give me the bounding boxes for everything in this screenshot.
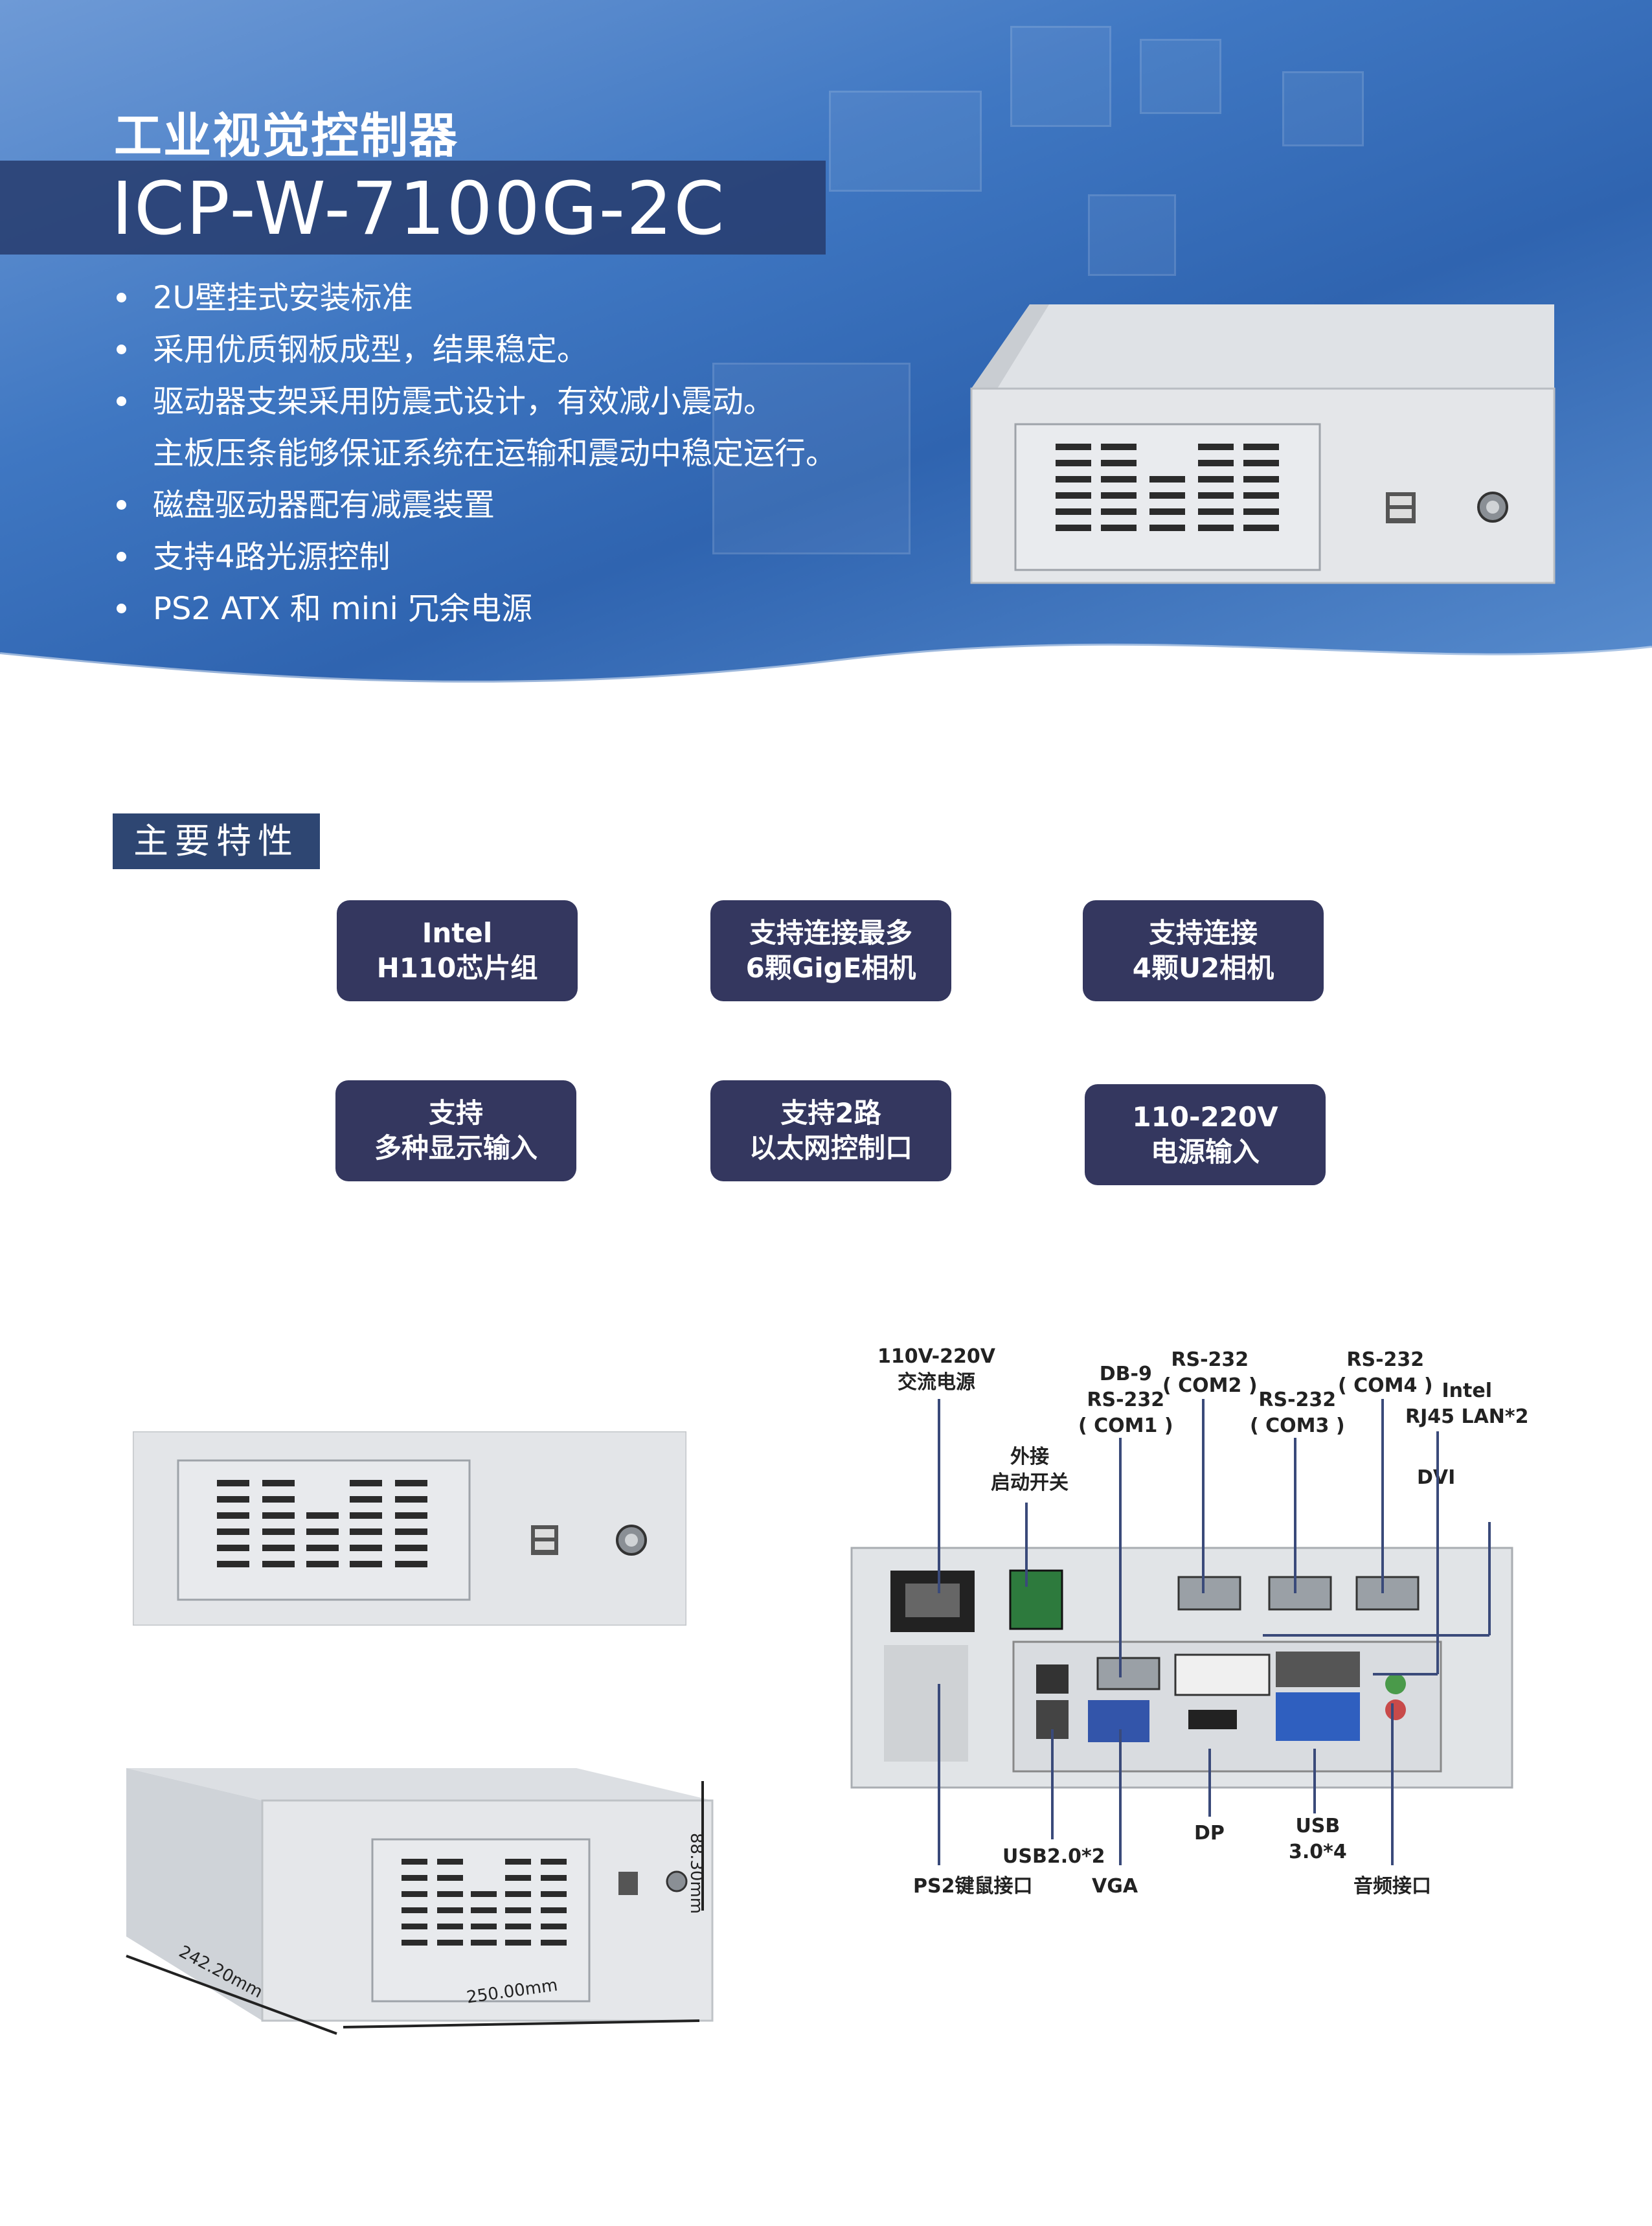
bullet-dot-icon	[117, 345, 126, 354]
bullet-dot-icon	[117, 396, 126, 406]
bullet-dot-icon	[117, 500, 126, 510]
bullet-item: 磁盘驱动器配有减震装置	[114, 479, 837, 531]
bullet-dot-icon	[117, 293, 126, 302]
bullet-dot-icon	[117, 604, 126, 613]
deco-box	[1088, 194, 1176, 276]
model-band	[0, 161, 826, 255]
label-audio: 音频接口	[1353, 1875, 1431, 1898]
bullet-dot-icon	[117, 552, 126, 562]
deco-box	[1282, 71, 1364, 146]
product-category: 工业视觉控制器	[114, 108, 458, 164]
label-ext-start: 外接启动开关	[991, 1446, 1069, 1494]
bullet-item: PS2 ATX 和 mini 冗余电源	[114, 583, 837, 635]
label-ps2: PS2键鼠接口	[913, 1875, 1033, 1898]
leader-lines	[938, 1399, 1491, 1865]
label-vga: VGA	[1092, 1875, 1138, 1898]
feature-card: 支持2路以太网控制口	[710, 1080, 951, 1181]
deco-box	[1010, 26, 1111, 127]
product-photo-front	[970, 304, 1556, 584]
deco-box	[829, 91, 982, 192]
bullet-item: 驱动器支架采用防震式设计，有效减小震动。	[114, 376, 837, 427]
wave-decoration	[0, 643, 1652, 719]
rear-panel-photo	[850, 1547, 1513, 1789]
label-dp: DP	[1194, 1822, 1225, 1845]
dimension-height: 88.30mm	[686, 1833, 706, 1914]
feature-card: 支持多种显示输入	[335, 1080, 576, 1181]
label-com3: RS-232( COM3 )	[1250, 1389, 1345, 1437]
deco-box	[712, 363, 911, 554]
bullet-item: 采用优质钢板成型，结果稳定。	[114, 324, 837, 376]
product-model: ICP-W-7100G-2C	[111, 167, 726, 251]
label-usb2: USB2.0*2	[1002, 1845, 1105, 1868]
bullet-item-continued: 主板压条能够保证系统在运输和震动中稳定运行。	[153, 435, 837, 471]
label-dvi: DVI	[1417, 1466, 1456, 1489]
section-title: 主要特性	[113, 813, 320, 869]
label-com2: RS-232( COM2 )	[1162, 1348, 1258, 1397]
product-photo-front-flat	[133, 1431, 686, 1626]
deco-box	[1140, 39, 1221, 114]
label-com4: RS-232( COM4 )	[1338, 1348, 1433, 1397]
bullet-item: 支持4路光源控制	[114, 531, 837, 583]
feature-bullets: 2U壁挂式安装标准 采用优质钢板成型，结果稳定。 驱动器支架采用防震式设计，有效…	[114, 272, 837, 635]
product-photo-isometric	[126, 1768, 714, 2035]
bullet-item: 2U壁挂式安装标准	[114, 272, 837, 324]
